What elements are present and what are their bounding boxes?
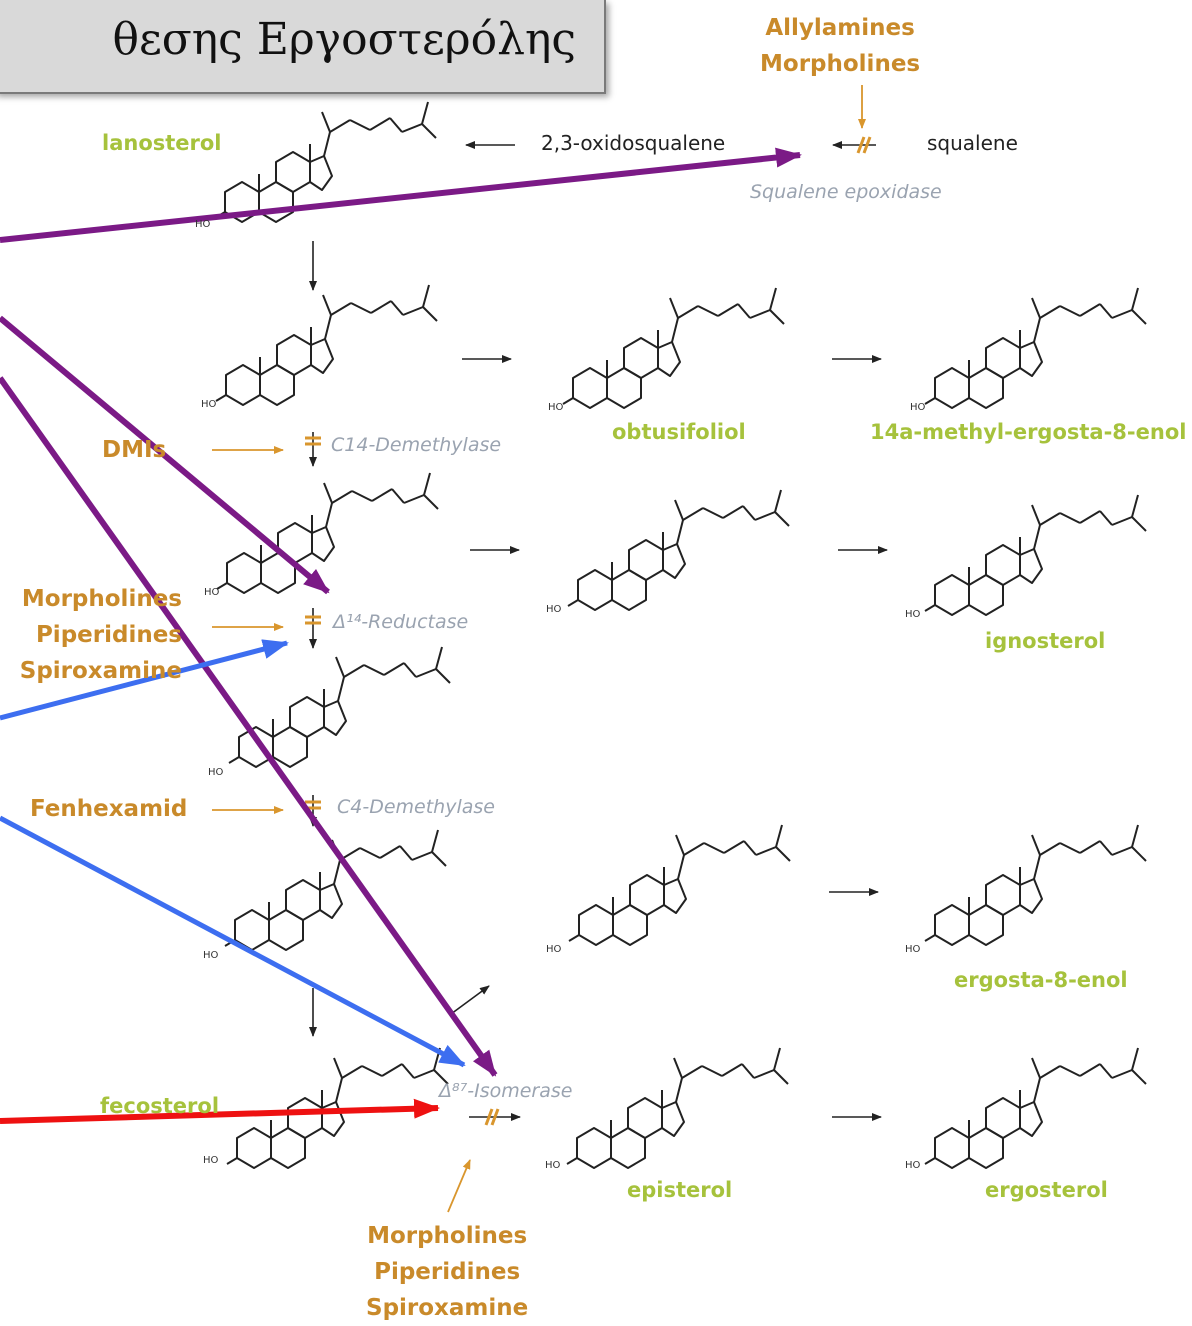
inhibitor-morpholines-bottom: Morpholines (367, 1223, 528, 1249)
inhibitors-reductase: Morpholines Piperidines Spiroxamine (10, 581, 182, 689)
inhibitor-piperidines-mid: Piperidines (35, 622, 182, 648)
compound-ergosterol: ergosterol (985, 1178, 1108, 1202)
ho-label: HO (203, 1155, 219, 1166)
page-title: θεσης Εργοστερόλης (112, 14, 576, 65)
ho-label: HO (203, 950, 219, 961)
compound-ignosterol: ignosterol (985, 629, 1106, 653)
inhibitor-morpholines-mid: Morpholines (21, 586, 182, 612)
enzyme-c14-demethylase: C14-Demethylase (331, 434, 502, 456)
ho-label: HO (201, 399, 217, 410)
ho-label: HO (204, 587, 220, 598)
ho-label: HO (905, 1160, 921, 1171)
ho-label: HO (910, 402, 926, 413)
ho-label: HO (905, 609, 921, 620)
inhibitor-dmis: DMIs (102, 437, 167, 463)
inhibitor-allylamines: Allylamines (765, 15, 915, 41)
inhibitor-piperidines-bottom: Piperidines (374, 1259, 521, 1285)
ho-label: HO (208, 767, 224, 778)
ho-label: HO (195, 219, 211, 230)
enzyme-d87-isomerase: Δ⁸⁷-Isomerase (439, 1080, 573, 1102)
enzyme-c4-demethylase: C4-Demethylase (337, 796, 495, 818)
title-box: θεσης Εργοστερόλης (0, 0, 606, 94)
ho-label: HO (546, 944, 562, 955)
compound-obtusifoliol: obtusifoliol (612, 420, 746, 444)
compound-episterol: episterol (627, 1178, 733, 1202)
enzyme-d14-reductase: Δ¹⁴-Reductase (333, 611, 469, 633)
inhibitors-top: Allylamines Morpholines (760, 10, 920, 82)
inhibitor-spiroxamine-bottom: Spiroxamine (366, 1295, 529, 1321)
inhibitor-spiroxamine-mid: Spiroxamine (19, 658, 182, 684)
inhibitor-morpholines-top: Morpholines (760, 51, 921, 77)
ho-label: HO (905, 944, 921, 955)
inhibitors-bottom: Morpholines Piperidines Spiroxamine (366, 1218, 528, 1326)
compound-squalene: squalene (927, 131, 1018, 155)
ho-label: HO (545, 1160, 561, 1171)
inhibitor-fenhexamid: Fenhexamid (30, 796, 188, 822)
enzyme-squalene-epoxidase: Squalene epoxidase (750, 181, 942, 203)
compound-ergosta-8-enol: ergosta-8-enol (954, 968, 1128, 992)
ho-label: HO (546, 604, 562, 615)
compound-methyl-ergosta: 14a-methyl-ergosta-8-enol (870, 420, 1187, 444)
ho-label: HO (548, 402, 564, 413)
compound-oxidosqualene: 2,3-oxidosqualene (541, 131, 726, 155)
compound-fecosterol: fecosterol (100, 1094, 220, 1118)
compound-lanosterol: lanosterol (102, 131, 222, 155)
